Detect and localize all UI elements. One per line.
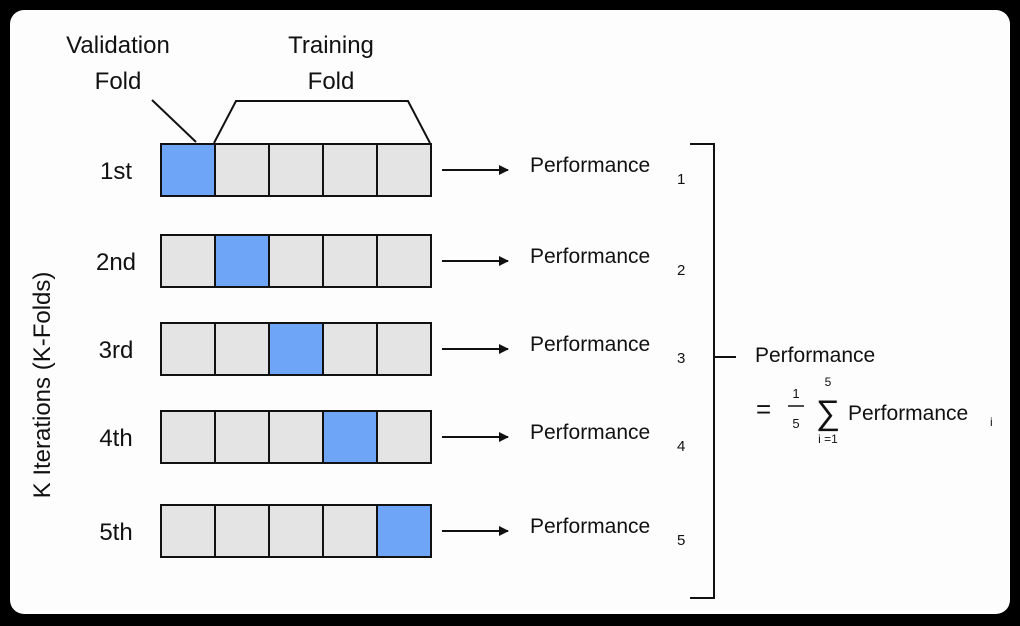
training-fold-cell	[160, 234, 216, 288]
iteration-label: 1st	[100, 158, 132, 185]
training-fold-cell	[268, 504, 324, 558]
iteration-row-2: 2nd Performance 2	[96, 234, 685, 288]
summary-term-subscript: i	[990, 415, 993, 429]
performance-label: Performance	[530, 515, 650, 538]
training-fold-bracket	[213, 100, 431, 144]
training-fold-cell	[268, 143, 324, 197]
training-fold-cell	[160, 410, 216, 464]
training-fold-cell	[322, 234, 378, 288]
training-fold-cell	[376, 410, 432, 464]
training-fold-cell	[322, 143, 378, 197]
training-fold-cell	[376, 322, 432, 376]
training-fold-cell	[322, 504, 378, 558]
validation-fold-label-line2: Fold	[95, 68, 142, 95]
validation-fold-cell	[160, 143, 216, 197]
training-fold-cell	[376, 234, 432, 288]
iteration-label: 3rd	[99, 337, 134, 364]
performance-label: Performance	[530, 333, 650, 356]
validation-fold-label-line1: Validation	[66, 32, 170, 59]
y-axis-label: K Iterations (K-Folds)	[29, 272, 56, 499]
performance-subscript: 3	[677, 350, 685, 367]
iteration-label: 5th	[99, 519, 132, 546]
training-fold-cell	[268, 410, 324, 464]
training-fold-cell	[322, 322, 378, 376]
performance-subscript: 1	[677, 171, 685, 188]
iteration-row-5: 5th Performance 5	[99, 504, 685, 558]
summary-term: Performance	[848, 402, 968, 425]
training-fold-label-line2: Fold	[308, 68, 355, 95]
summary-fraction-numerator: 1	[792, 386, 799, 401]
training-fold-cell	[160, 504, 216, 558]
training-fold-cell	[376, 143, 432, 197]
summary-fraction-denominator: 5	[792, 416, 799, 431]
validation-fold-cell	[322, 410, 378, 464]
iteration-row-1: 1st Performance 1	[100, 143, 685, 197]
validation-fold-cell	[214, 234, 270, 288]
summary-equals: =	[756, 394, 771, 424]
performance-subscript: 2	[677, 262, 685, 279]
summary-sum-upper: 5	[825, 375, 832, 389]
performance-subscript: 5	[677, 532, 685, 549]
iteration-label: 2nd	[96, 249, 136, 276]
iteration-row-4: 4th Performance 4	[99, 410, 685, 464]
iteration-row-3: 3rd Performance 3	[99, 322, 685, 376]
training-fold-cell	[214, 504, 270, 558]
validation-fold-cell	[268, 322, 324, 376]
validation-fold-cell	[376, 504, 432, 558]
training-fold-label-line1: Training	[288, 32, 374, 59]
training-fold-cell	[214, 410, 270, 464]
training-fold-cell	[214, 322, 270, 376]
performance-label: Performance	[530, 154, 650, 177]
summary-label: Performance	[755, 344, 875, 367]
training-fold-cell	[160, 322, 216, 376]
performance-subscript: 4	[677, 438, 685, 455]
performance-label: Performance	[530, 421, 650, 444]
summary-bracket	[690, 143, 715, 599]
summary-sigma: ∑	[816, 394, 840, 432]
training-fold-cell	[214, 143, 270, 197]
training-fold-cell	[268, 234, 324, 288]
performance-label: Performance	[530, 245, 650, 268]
validation-pointer-line	[151, 99, 197, 143]
summary-sum-lower: i =1	[818, 432, 838, 446]
iteration-label: 4th	[99, 425, 132, 452]
